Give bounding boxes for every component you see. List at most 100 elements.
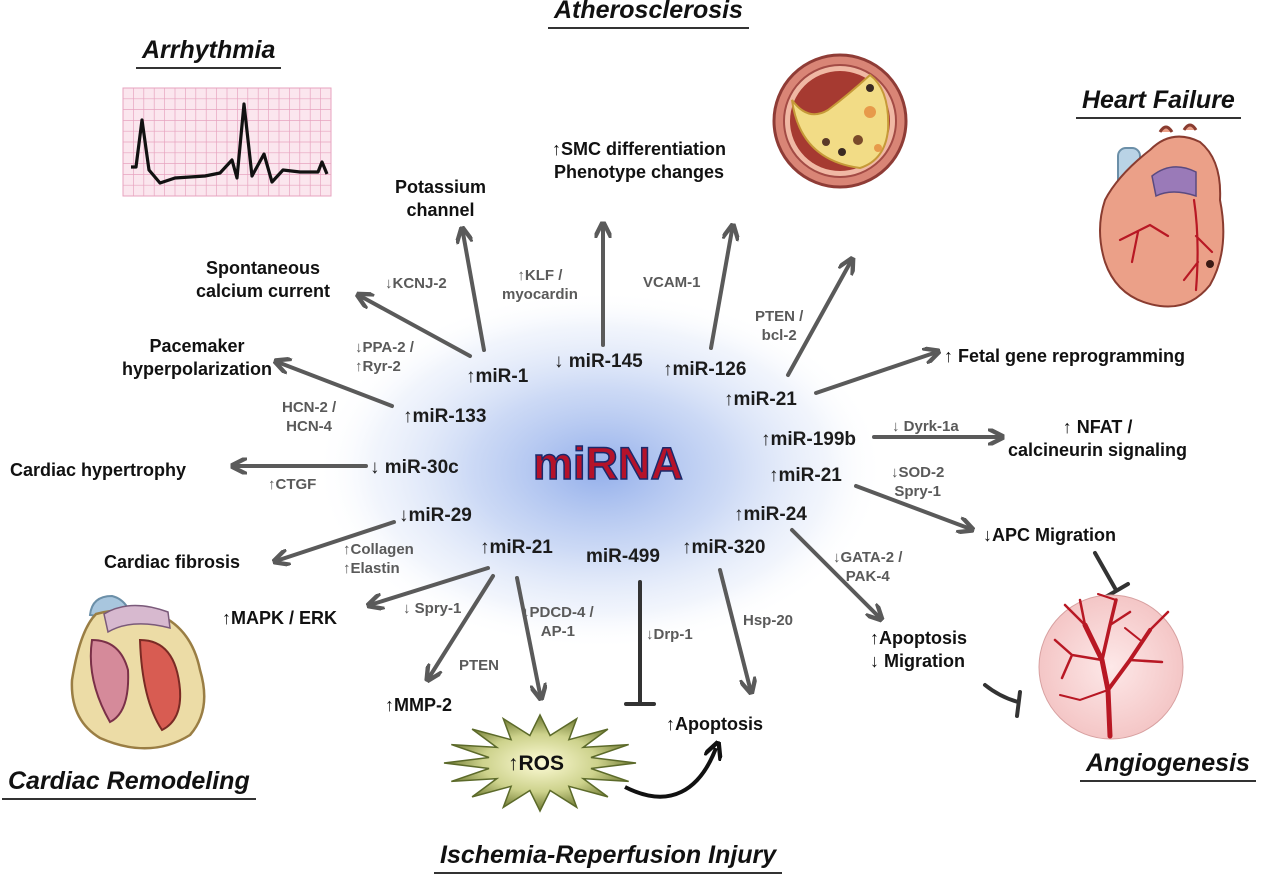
mirna-mir-1: ↑miR-1 [466,366,529,387]
ecg-trace [131,102,329,185]
outcome-apoptosis-line1: ↑Apoptosis [870,628,967,648]
inhibit-apoptosis-angiogenesis [983,683,1020,704]
regulator-ppa-line1: ↓PPA-2 / [355,339,414,356]
regulator-ppa-ryr: ↓PPA-2 /↑Ryr-2 [355,339,414,377]
regulator-pdcd-ap1: ↓PDCD-4 /AP-1 [522,604,594,642]
outcome-cardiac-fibrosis: Cardiac fibrosis [104,552,241,572]
regulation-arrows [237,228,998,694]
angiogenesis-vessel-icon [1038,593,1184,740]
regulator-klf-line1: ↑KLF / [517,267,563,284]
regulator-gata-pak: ↓GATA-2 /PAK-4 [833,549,902,587]
arrow-mir133-pacemaker [280,363,394,408]
arrow-mir21-mapk [373,566,490,604]
regulator-ryr-line2: ↑Ryr-2 [355,357,401,375]
center-glow [315,290,885,650]
regulator-ap1-line2: AP-1 [540,622,575,640]
arrow-mir21-fetal [814,353,934,395]
regulator-elastin-line2: ↑Elastin [343,559,400,577]
heart-failure-icon [1099,123,1225,308]
mirna-mir-24: ↑miR-24 [734,504,807,525]
ecg-strip [122,87,332,197]
outcome-mmp-2: ↑MMP-2 [385,695,452,715]
mirna-mir-199b: ↑miR-199b [761,429,857,450]
regulator-klf-line2: myocardin [502,285,578,303]
outcome-spontaneous-line1: Spontaneous [206,258,321,278]
regulator-pten-bcl-line2: bcl-2 [761,326,797,344]
regulator-dyrk-1a: ↓ Dyrk-1a [892,418,959,435]
regulator-pten-bcl2: PTEN /bcl-2 [755,308,803,346]
outcome-nfat: ↑ NFAT / calcineurin signaling [1008,416,1187,463]
outcome-pacemaker-line1: Pacemaker [149,336,245,356]
regulator-spry-line2: Spry-1 [894,482,942,500]
outcome-apoptosis-migration: ↑Apoptosis ↓ Migration [870,627,967,674]
mirna-mir-320: ↑miR-320 [682,537,766,558]
arrow-mir21-apc [854,484,968,528]
arrow-mir1-potassium [463,233,486,352]
outcome-cardiac-hypertrophy: Cardiac hypertrophy [10,460,187,480]
mirna-mir-21-bottom: ↑miR-21 [480,537,553,558]
mirna-mir-21-top: ↑miR-21 [724,389,797,410]
center-mirna-label: miRNA [532,438,684,489]
arrow-mir21-pten [786,263,850,377]
mirna-mir-126: ↑miR-126 [663,359,747,380]
outcome-nfat-line2: calcineurin signaling [1008,440,1188,461]
mirna-mir-133: ↑miR-133 [403,406,487,427]
artery-cross-section-icon [772,53,908,189]
title-cardiac-remodeling: Cardiac Remodeling [2,769,256,800]
regulator-collagen-line1: ↑Collagen [343,541,414,558]
title-arrhythmia: Arrhythmia [136,38,282,69]
mirna-mir-499: miR-499 [586,546,660,567]
outcome-mapk-erk: ↑MAPK / ERK [222,608,338,628]
outcome-potassium-line1: Potassium [395,177,487,197]
regulator-pak-line2: PAK-4 [845,567,890,585]
arrow-mir29-fibrosis [279,520,396,560]
outcome-migration-line2: ↓ Migration [870,651,965,672]
ros-starburst [443,713,637,813]
outcome-ros: ↑ROS [508,752,565,775]
title-angiogenesis: Angiogenesis [1080,751,1256,782]
mirna-mir-30c: ↓ miR-30c [370,457,459,478]
inhibit-apc-angiogenesis [1093,551,1118,592]
outcome-smc-line2: Phenotype changes [553,162,725,183]
arrow-mir21-ros [515,576,540,694]
title-ischemia-reperfusion: Ischemia-Reperfusion Injury [434,843,783,874]
regulator-spry-1: ↓ Spry-1 [403,600,462,617]
ros-to-apoptosis-arrow [624,748,716,799]
regulator-hcn-line2: HCN-4 [286,417,332,435]
outcome-smc-line1: ↑SMC differentiation [552,139,726,159]
regulator-drp-1: ↓Drp-1 [646,626,693,643]
regulator-pten: PTEN [459,657,500,674]
outcome-spontaneous-line2: calcium current [196,281,331,302]
mirna-mir-21-mid: ↑miR-21 [769,465,842,486]
title-heart-failure: Heart Failure [1076,88,1241,119]
outcome-nfat-line1: ↑ NFAT / [1062,417,1133,437]
arrow-mir126-smc [709,230,732,350]
regulator-hsp-20: Hsp-20 [743,612,794,629]
regulator-klf-myocardin: ↑KLF /myocardin [502,267,578,305]
regulator-collagen-elastin: ↑Collagen↑Elastin [343,541,414,579]
outcome-fetal-gene: ↑ Fetal gene reprogramming [944,346,1186,366]
regulator-pdcd-line1: ↓PDCD-4 / [522,604,594,621]
outcome-pacemaker: Pacemaker hyperpolarization [122,335,272,382]
inhibition-lines [624,551,1130,718]
regulator-gata-line1: ↓GATA-2 / [833,549,903,566]
outcome-pacemaker-line2: hyperpolarization [122,359,273,380]
regulator-vcam-1: VCAM-1 [643,274,701,291]
arrow-mir24-apoptosis [790,528,878,616]
title-atherosclerosis: Atherosclerosis [548,0,749,29]
outcome-spontaneous-calcium: Spontaneous calcium current [196,257,330,304]
regulator-pten-bcl-line1: PTEN / [755,308,804,325]
regulator-hcn: HCN-2 /HCN-4 [282,399,336,437]
arrow-mir320-apoptosis [718,568,750,688]
arrow-mir1-calcium [362,297,472,358]
regulator-sod-line1: ↓SOD-2 [891,464,945,481]
mirna-mir-145: ↓ miR-145 [554,351,643,372]
regulator-kcnj2: ↓KCNJ-2 [385,275,447,292]
regulator-ctgf: ↑CTGF [268,476,317,493]
mirna-mir-29: ↓miR-29 [399,505,472,526]
